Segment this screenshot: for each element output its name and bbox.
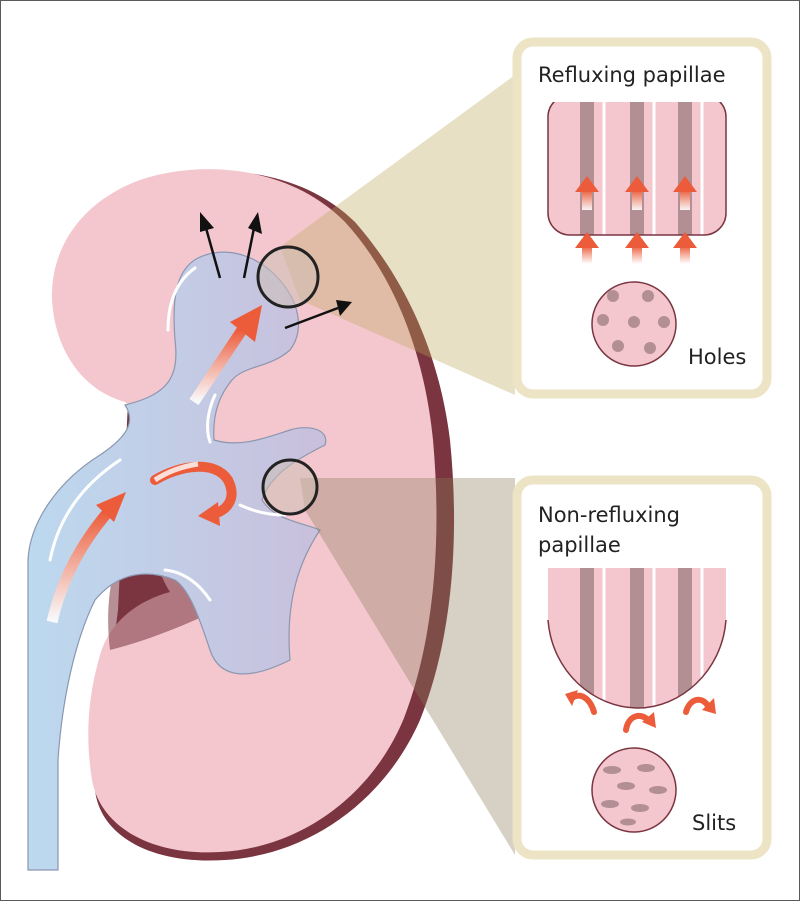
nonrefluxing-title-line2: papillae xyxy=(538,533,621,557)
deflected-arrows xyxy=(565,690,716,733)
flow-arrow-icon xyxy=(625,176,649,210)
nonrefluxing-title-line1: Non-refluxing xyxy=(538,503,680,527)
flow-arrow-icon xyxy=(673,232,697,264)
zoom-wedge-bottom xyxy=(300,478,515,855)
zoom-wedge-top xyxy=(280,75,515,395)
flow-arrows xyxy=(46,305,262,624)
slits-label: Slits xyxy=(692,811,736,835)
swirl-arrow-icon xyxy=(623,712,656,733)
swirl-arrow-icon xyxy=(150,461,237,526)
reflux-arrows xyxy=(200,212,352,330)
flow-arrow-icon xyxy=(625,232,649,264)
papilla-circle-bottom xyxy=(261,458,319,516)
holes-circle xyxy=(591,281,677,367)
pelvis-body xyxy=(27,251,327,871)
flow-arrow-icon xyxy=(575,232,599,264)
flow-arrow-icon xyxy=(575,176,599,210)
swirl-arrow-icon xyxy=(565,690,597,715)
flow-arrow-icon xyxy=(673,176,697,210)
papilla-circle-top xyxy=(256,245,320,309)
refluxing-title: Refluxing papillae xyxy=(538,63,726,87)
refluxing-papilla xyxy=(548,95,726,235)
slits-circle xyxy=(591,747,677,833)
refluxing-panel: Refluxing papillae xyxy=(512,37,772,399)
renal-pelvis xyxy=(27,251,327,871)
flow-arrow-icon xyxy=(189,305,262,406)
swirl-arrow-icon xyxy=(683,696,716,715)
holes-label: Holes xyxy=(688,345,746,369)
nonrefluxing-panel: Non-refluxing papillae xyxy=(512,475,772,860)
flow-arrow-icon xyxy=(46,492,126,624)
up-arrows xyxy=(575,176,697,264)
